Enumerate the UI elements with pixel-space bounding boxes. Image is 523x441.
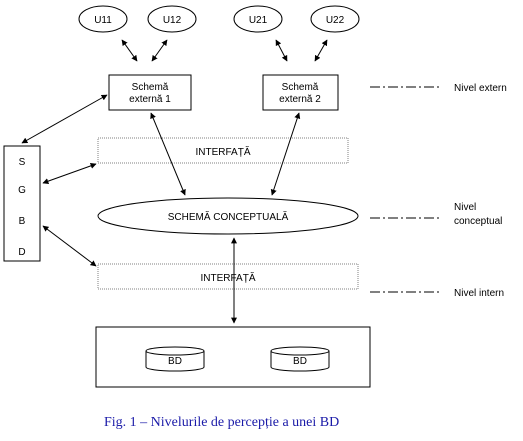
external-schema-1: Schemă externă 1 — [108, 74, 192, 111]
external-schema-2-line2: externă 2 — [279, 94, 321, 105]
external-schema-1-line1: Schemă — [132, 82, 169, 93]
arrows — [21, 39, 328, 324]
user-u12: U12 — [147, 5, 197, 33]
arrow-u11-schema1 — [121, 39, 138, 62]
interface-lower-label: INTERFAȚĂ — [200, 271, 255, 284]
external-schema-2-line1: Schemă — [282, 82, 319, 93]
external-schema-2: Schemă externă 2 — [262, 74, 339, 111]
database-cylinder-1: BD — [145, 346, 205, 372]
external-schema-1-line2: externă 1 — [129, 94, 171, 105]
user-u21: U21 — [233, 5, 283, 33]
database-1-label: BD — [168, 356, 182, 367]
user-u12-label: U12 — [163, 15, 182, 26]
user-u11-label: U11 — [94, 15, 112, 26]
arrow-sgbd-schema1 — [21, 94, 108, 144]
arrow-sgbd-interface-lower — [42, 225, 97, 267]
sgbd-letter-d: D — [18, 247, 25, 258]
database-cylinder-2: BD — [270, 346, 330, 372]
arrow-sgbd-interface-upper — [42, 162, 97, 185]
sgbd-letter-g: G — [18, 185, 26, 196]
level-indicators — [370, 86, 440, 293]
arrow-u21-schema2 — [275, 39, 288, 62]
arrow-schema2-conceptual — [270, 112, 301, 196]
user-u11: U11 — [78, 5, 128, 33]
level-intern-label: Nivel intern — [454, 288, 504, 299]
conceptual-schema-label: SCHEMĂ CONCEPTUALĂ — [168, 210, 289, 223]
arrow-u12-schema1 — [151, 39, 168, 62]
figure-caption: Fig. 1 – Nivelurile de percepție a unei … — [104, 415, 339, 430]
user-u22: U22 — [310, 5, 360, 33]
sgbd-letter-b: B — [19, 216, 26, 227]
sgbd-box: S G B D — [3, 145, 41, 262]
interface-lower: INTERFAȚĂ — [97, 263, 359, 290]
arrow-u22-schema2 — [314, 39, 328, 62]
interface-upper: INTERFAȚĂ — [97, 137, 349, 164]
interface-upper-label: INTERFAȚĂ — [195, 145, 250, 158]
user-u21-label: U21 — [249, 15, 268, 26]
arrow-schema1-conceptual — [150, 112, 186, 196]
level-extern-label: Nivel extern — [454, 83, 507, 94]
level-conceptual-label-line2: conceptual — [454, 216, 502, 227]
conceptual-schema: SCHEMĂ CONCEPTUALĂ — [97, 197, 359, 235]
user-u22-label: U22 — [326, 15, 345, 26]
sgbd-letter-s: S — [19, 157, 26, 168]
database-2-label: BD — [293, 356, 307, 367]
level-conceptual-label-line1: Nivel — [454, 202, 476, 213]
